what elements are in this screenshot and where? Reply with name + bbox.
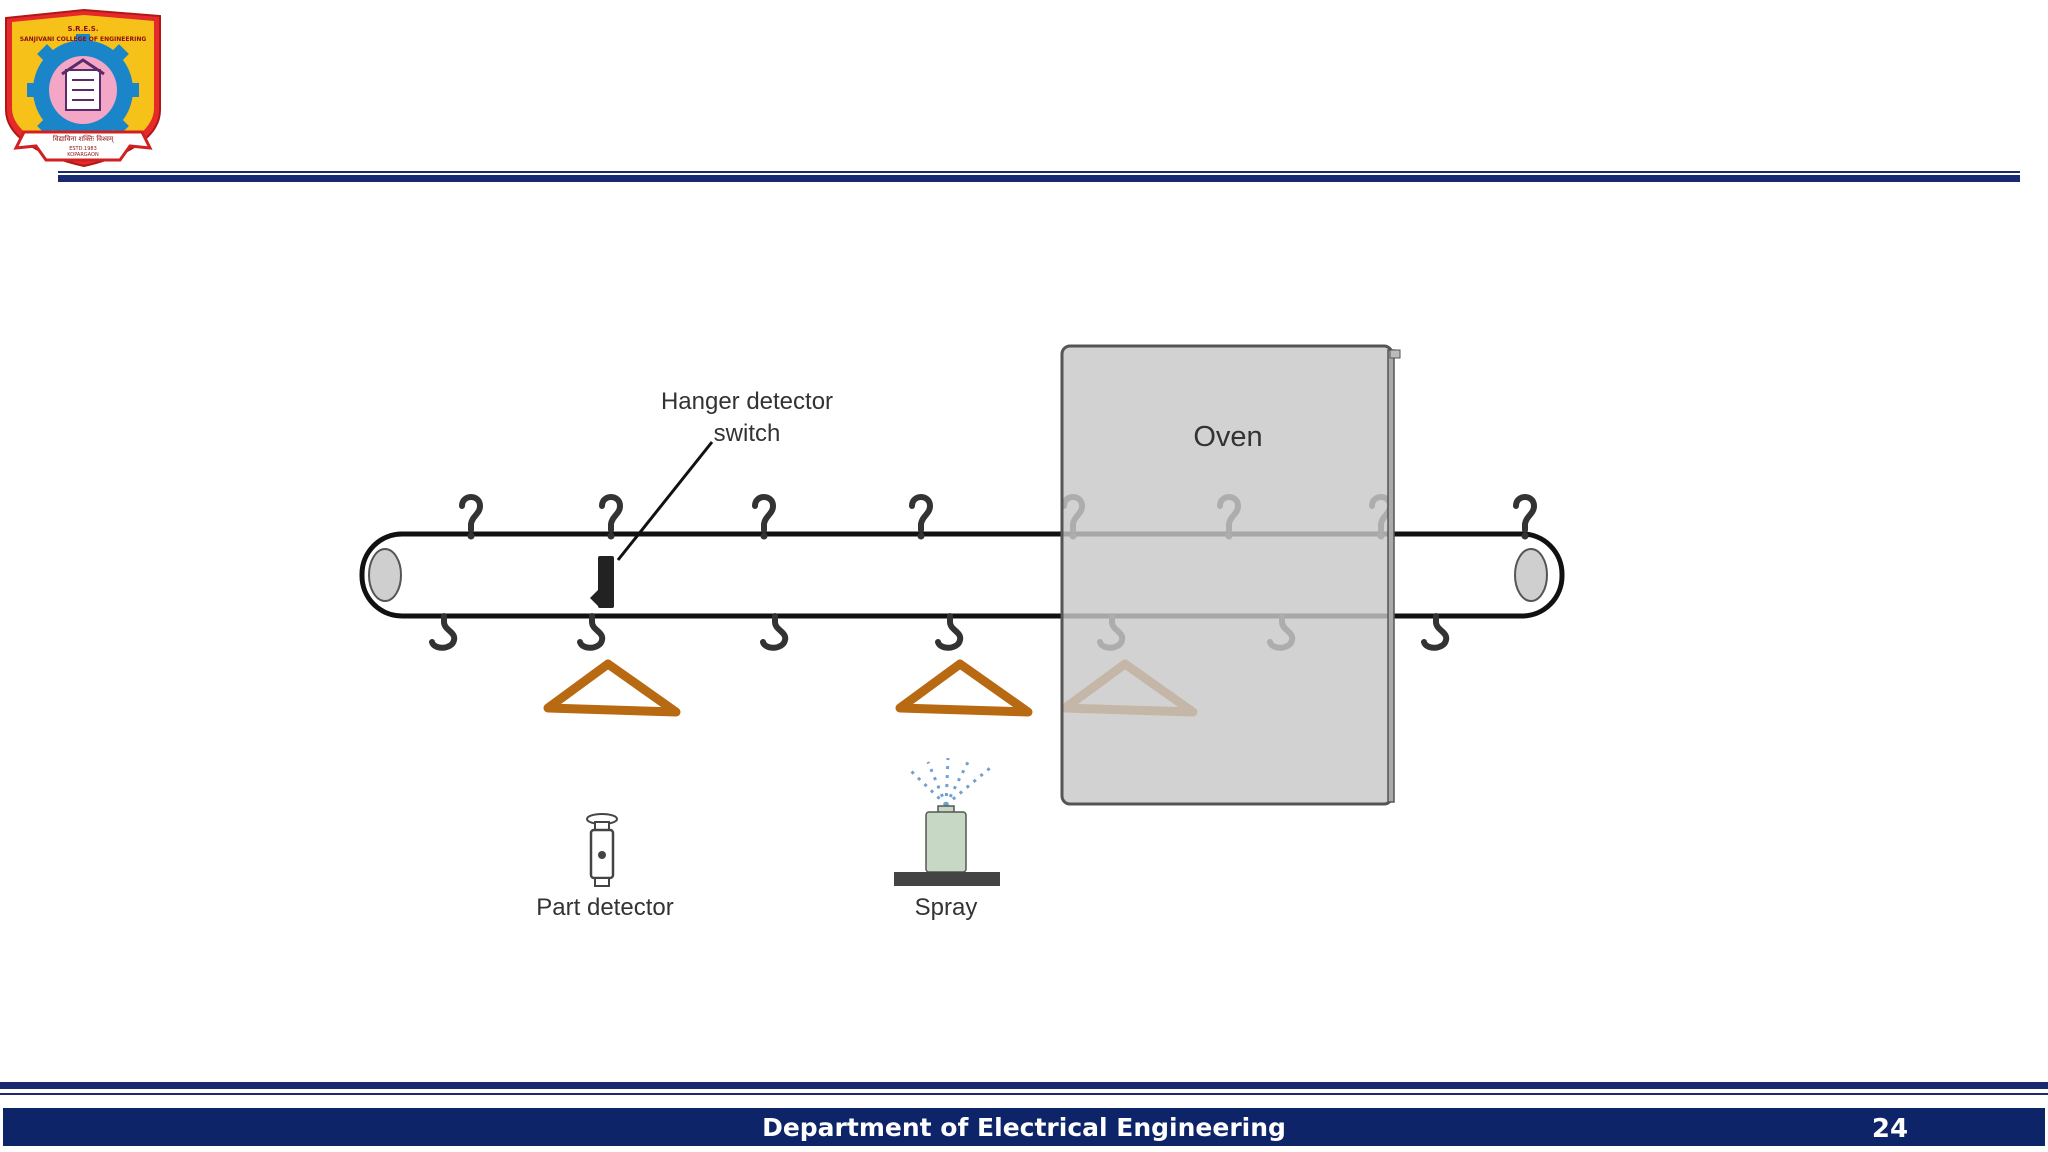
hanger-detector-switch [590, 441, 714, 608]
conveyor-right-roller [1514, 548, 1548, 602]
hanger-detector-label-line1: Hanger detector [661, 388, 833, 415]
footer-rule [0, 1082, 2048, 1095]
footer-department: Department of Electrical Engineering [762, 1113, 1286, 1142]
spray-label: Spray [915, 894, 978, 921]
hanger [900, 664, 1028, 712]
hanger [548, 664, 676, 712]
hanger-detector-label-line2: switch [714, 420, 781, 447]
logo-place: KOPARGAON [67, 152, 99, 158]
part-detector-label: Part detector [536, 894, 673, 921]
logo-college-name: SANJIVANI COLLEGE OF ENGINEERING [20, 36, 147, 43]
part-detector-icon [586, 813, 618, 887]
college-logo: S.R.E.S. SANJIVANI COLLEGE OF ENGINEERIN… [5, 8, 161, 168]
conveyor-left-roller [368, 548, 402, 602]
gear-icon [27, 34, 139, 146]
logo-motto: विद्याविना शक्तिः विश्वम् [53, 134, 114, 143]
header-rule [58, 171, 2020, 182]
logo-est: ESTD.1983 [69, 146, 97, 152]
logo-org-abbrev: S.R.E.S. [67, 25, 98, 33]
oven-label: Oven [1193, 421, 1262, 453]
footer-bar [3, 1108, 2045, 1146]
conveyor-diagram: Hanger detector switch Oven Part detecto… [359, 344, 1565, 921]
spray-icon [894, 757, 1000, 886]
page-number: 24 [1871, 1114, 1909, 1144]
oven [1060, 344, 1401, 806]
